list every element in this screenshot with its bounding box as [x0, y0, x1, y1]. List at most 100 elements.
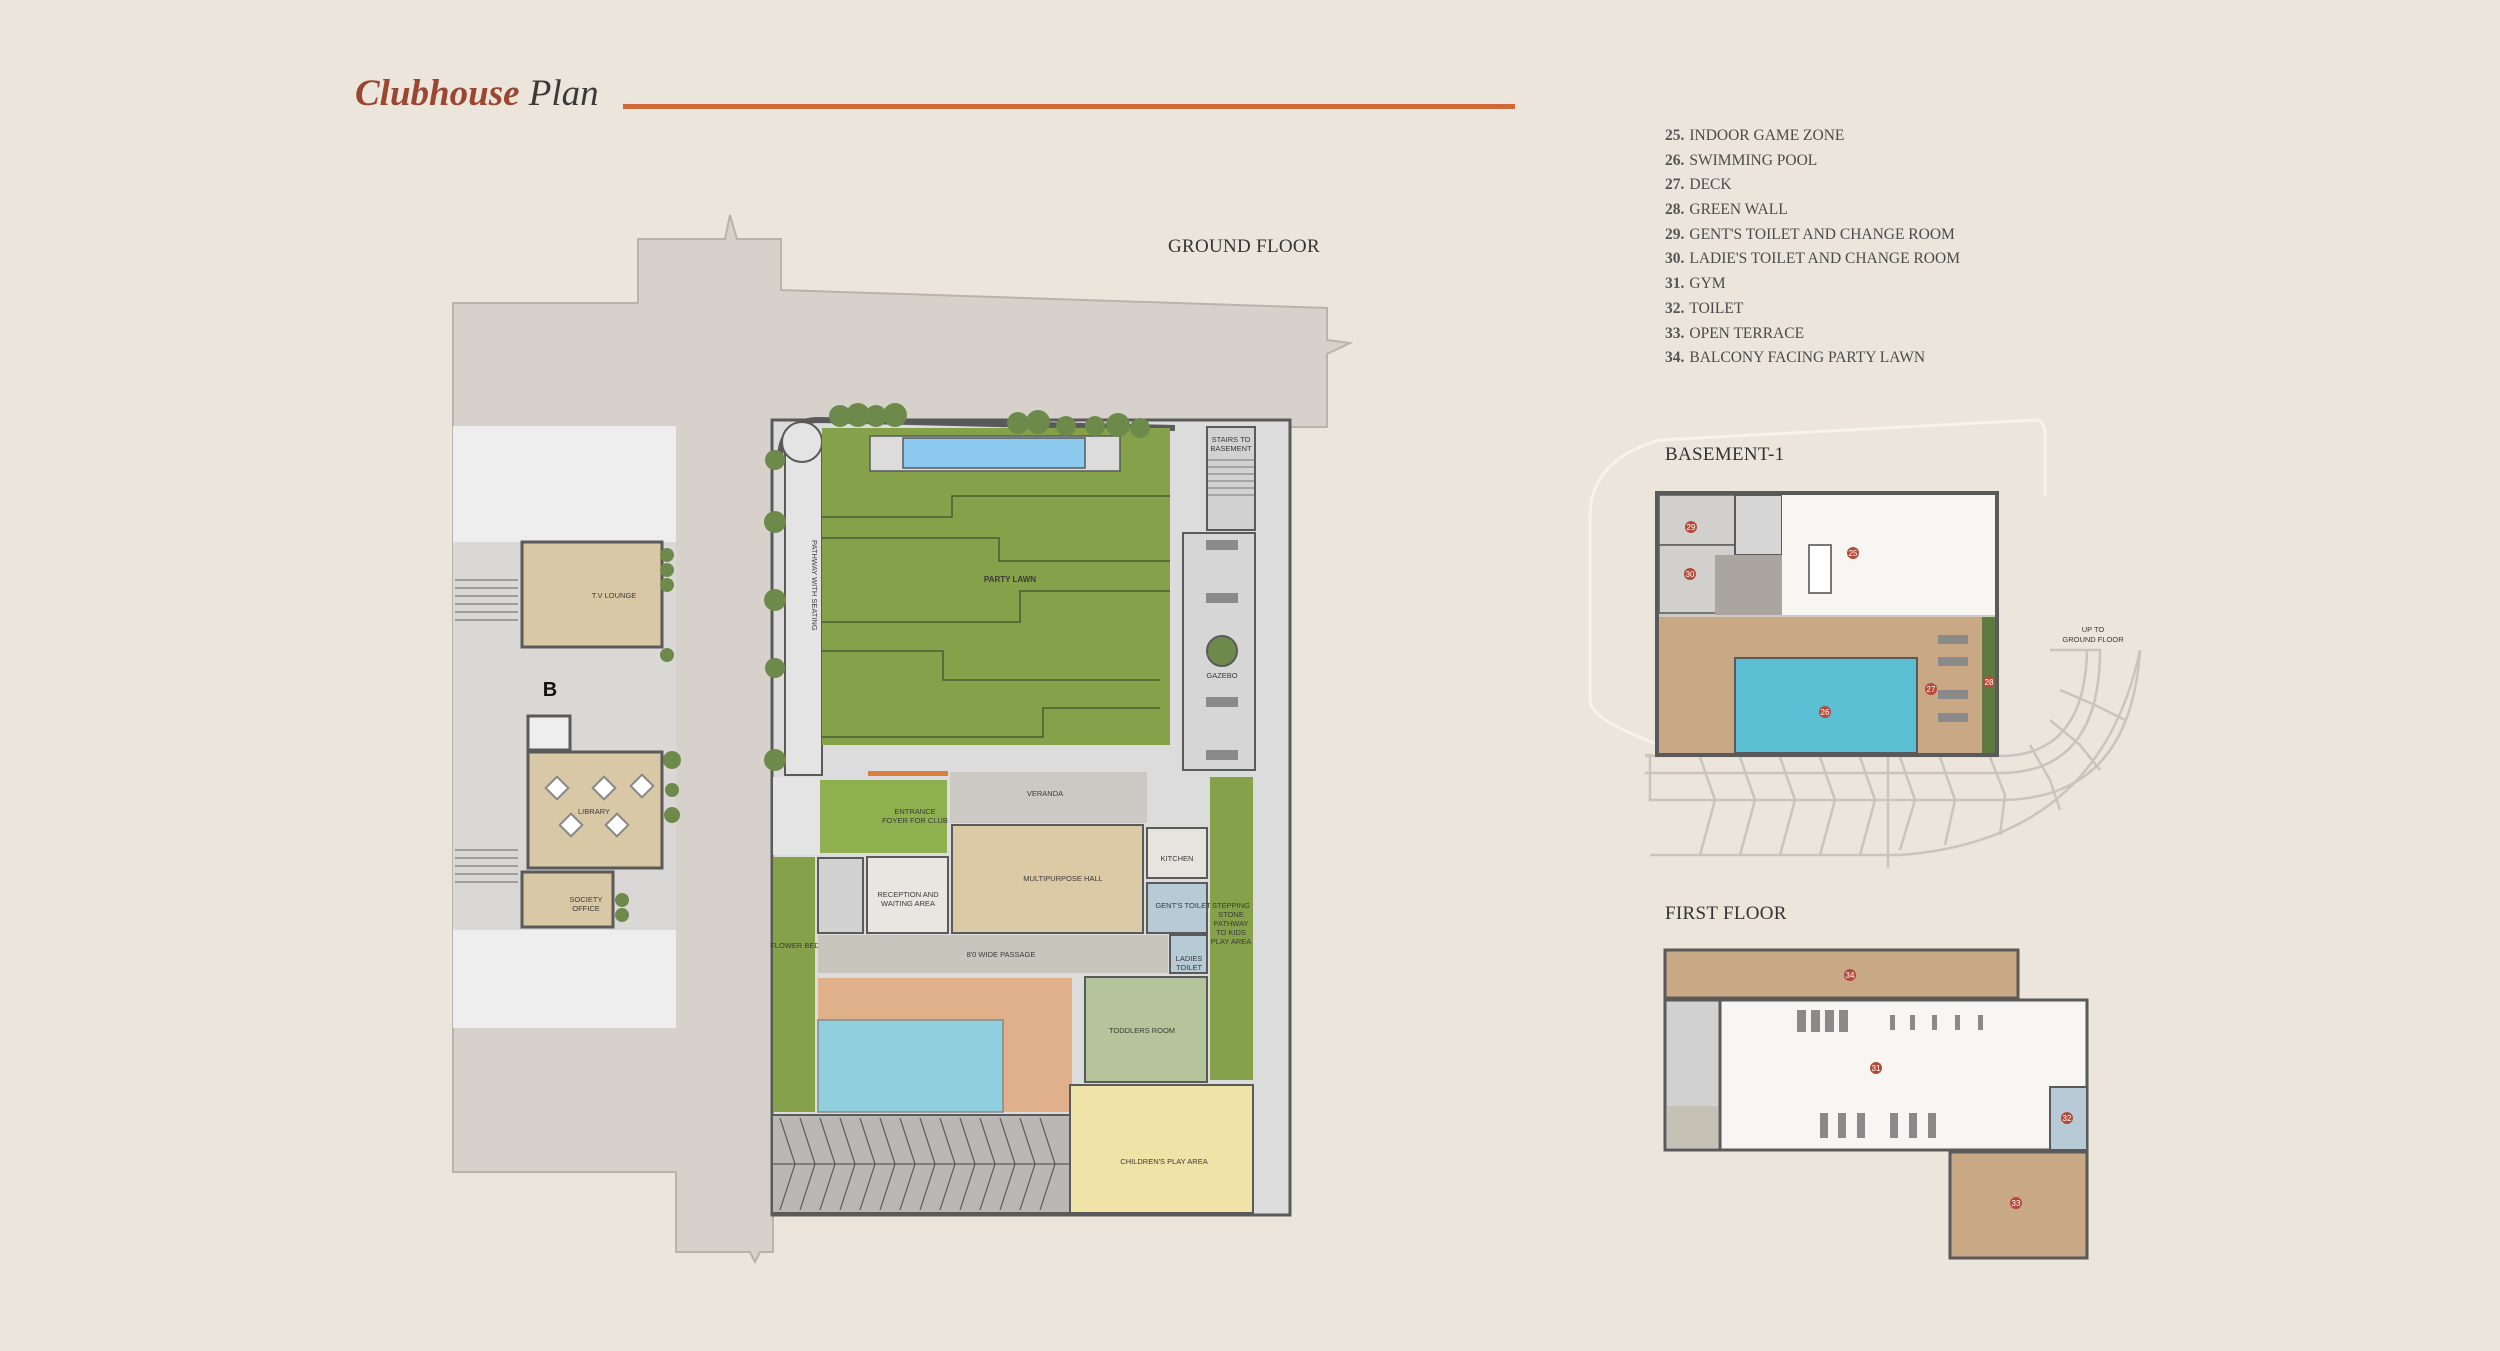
first-floor-plan: 31 32 33 34	[1663, 948, 2089, 1260]
gym	[1718, 998, 2089, 1152]
basement-pool	[1734, 657, 1918, 754]
swimming-pool	[817, 1019, 1004, 1113]
marker-31: 31	[1870, 1062, 1882, 1074]
marker-30: 30	[1684, 568, 1696, 580]
svg-text:33: 33	[2012, 1199, 2021, 1208]
veranda-label: VERANDA	[1027, 789, 1063, 798]
kitchen	[1146, 827, 1208, 879]
toddlers-label: TODDLERS ROOM	[1109, 1026, 1175, 1035]
first-floor-markers: 31 32 33 34	[1844, 969, 2073, 1209]
stairs-label-1: STAIRS TO	[1212, 435, 1251, 444]
pathway-label: PATHWAY WITH SEATING	[810, 540, 819, 631]
svg-text:31: 31	[1872, 1064, 1881, 1073]
legend-item: 26.SWIMMING POOL	[1665, 151, 1818, 169]
title-emphasis: Clubhouse	[355, 73, 520, 114]
basement-label: BASEMENT-1	[1665, 444, 1785, 465]
library-tables	[544, 773, 655, 838]
childrens-play-area	[1069, 1084, 1254, 1214]
marker-26: 26	[1819, 706, 1831, 718]
svg-text:32: 32	[2063, 1114, 2072, 1123]
open-area-bottom	[453, 930, 676, 1028]
stepping-stone-pathway	[1210, 777, 1253, 1080]
marker-25: 25	[1847, 547, 1859, 559]
ladies-toilet-label-2: TOILET	[1176, 963, 1203, 972]
corner-circle	[781, 421, 823, 463]
gazebo-benches	[1206, 540, 1238, 760]
svg-text:28: 28	[1985, 678, 1994, 687]
gents-toilet-label: GENT'S TOILET	[1155, 901, 1211, 910]
stairs-label-2: BASEMENT	[1210, 444, 1252, 453]
lift-box	[526, 714, 572, 752]
ground-floor-label: GROUND FLOOR	[1168, 236, 1320, 257]
entry-garden	[773, 777, 820, 855]
gents-toilet-change	[1658, 494, 1736, 546]
legend: 25.INDOOR GAME ZONE 26.SWIMMING POOL 27.…	[1665, 124, 1960, 371]
ladies-toilet-label-1: LADIES	[1176, 954, 1203, 963]
pool-table	[1808, 544, 1832, 594]
balcony	[1663, 948, 2020, 1000]
party-lawn	[822, 428, 1170, 745]
play-area-label: CHILDREN'S PLAY AREA	[1120, 1157, 1207, 1166]
stairs-main	[817, 857, 864, 934]
stepping-label-4: TO KIDS	[1216, 928, 1246, 937]
multipurpose-hall	[951, 824, 1144, 934]
passage	[818, 935, 1168, 973]
library-room	[526, 750, 664, 870]
stepping-label-3: PATHWAY	[1213, 919, 1248, 928]
stairs-icon	[1208, 459, 1254, 496]
svg-text:34: 34	[1846, 971, 1855, 980]
entrance-label-2: FOYER FOR CLUB	[882, 816, 948, 825]
legend-item: 30.LADIE'S TOILET AND CHANGE ROOM	[1665, 250, 1960, 268]
legend-item: 29.GENT'S TOILET AND CHANGE ROOM	[1665, 225, 1955, 243]
ground-floor-plan: T.V LOUNGE B LIBRARY SOCIETY OFFICE PATH…	[452, 214, 1354, 1265]
veranda	[950, 772, 1147, 823]
basement-site-outline	[1588, 418, 2047, 747]
ramp-note-2: GROUND FLOOR	[2062, 635, 2124, 644]
reception-label-1: RECEPTION AND	[877, 890, 939, 899]
title-rule	[623, 104, 1515, 109]
title-rest: Plan	[528, 73, 599, 114]
legend-item: 33.OPEN TERRACE	[1665, 324, 1805, 342]
marker-32: 32	[2061, 1112, 2073, 1124]
passage-label: 8'0 WIDE PASSAGE	[967, 950, 1036, 959]
gazebo-icon	[1206, 635, 1238, 667]
marker-34: 34	[1844, 969, 1856, 981]
block-b-marker: B	[543, 679, 557, 701]
reflecting-pool	[902, 437, 1086, 469]
parking-chevrons	[772, 1117, 1070, 1211]
flower-bed-label: FLOWER BED	[770, 941, 820, 950]
stepping-label-1: STEPPING	[1212, 901, 1250, 910]
stepping-label-5: PLAY AREA	[1211, 937, 1252, 946]
basement-markers: 25 26 27 28 29 30	[1684, 521, 1995, 718]
kitchen-label: KITCHEN	[1161, 854, 1194, 863]
legend-item: 34.BALCONY FACING PARTY LAWN	[1665, 349, 1926, 367]
trees-top	[764, 403, 1150, 771]
lobby	[1715, 555, 1782, 615]
toddlers-room	[1084, 976, 1208, 1083]
stairs-icon	[455, 579, 518, 883]
reception-label-2: WAITING AREA	[881, 899, 935, 908]
ladies-toilet	[1169, 934, 1208, 974]
ramp-note-1: UP TO	[2082, 625, 2105, 634]
entrance-label-1: ENTRANCE	[894, 807, 935, 816]
tv-lounge-label: T.V LOUNGE	[592, 591, 637, 600]
gym-equipment	[1797, 1010, 1983, 1138]
entrance-foyer	[820, 780, 947, 853]
first-floor-lobby	[1667, 1106, 1718, 1148]
tv-lounge-room	[520, 540, 664, 649]
party-lawn-label: PARTY LAWN	[984, 575, 1036, 584]
stairs-to-basement	[1206, 426, 1256, 531]
legend-item: 25.INDOOR GAME ZONE	[1665, 127, 1845, 144]
gents-toilet	[1146, 882, 1208, 934]
flower-bed	[773, 857, 815, 1112]
multipurpose-label: MULTIPURPOSE HALL	[1023, 874, 1102, 883]
page-title: Clubhouse Plan	[355, 72, 599, 115]
society-office-label-1: SOCIETY	[570, 895, 603, 904]
svg-text:26: 26	[1821, 708, 1830, 717]
library-label: LIBRARY	[578, 807, 610, 816]
marker-28: 28	[1983, 676, 1995, 688]
gazebo-label: GAZEBO	[1206, 671, 1237, 680]
basement-stairs	[1734, 494, 1783, 556]
society-office-label-2: OFFICE	[572, 904, 600, 913]
marker-29: 29	[1685, 521, 1697, 533]
